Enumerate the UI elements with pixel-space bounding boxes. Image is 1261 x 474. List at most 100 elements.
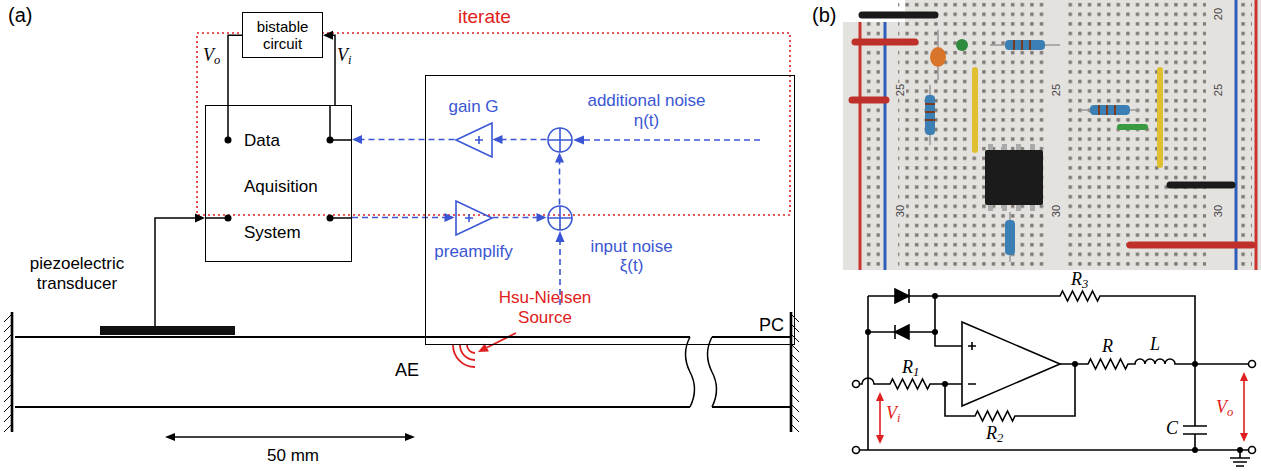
box-label: Data Aquisition System [244, 118, 344, 256]
voltage-label: Vi [337, 46, 352, 64]
terminal-dot [225, 215, 232, 222]
circuit-schematic-part [894, 325, 896, 339]
connector-line [559, 161, 561, 205]
subscript: 1 [913, 365, 919, 379]
voltage-arrow-part [879, 400, 881, 436]
arrowhead [493, 135, 503, 144]
arrowhead [195, 214, 205, 223]
circuit-schematic-part [860, 449, 1249, 451]
breadboard-photo-part [1130, 242, 1252, 249]
connector-line [493, 217, 539, 219]
connector [228, 35, 242, 105]
breadboard-photo-part [988, 204, 993, 211]
voltage-label: Vi [886, 404, 901, 422]
dimension-line [165, 433, 415, 441]
breadboard-photo-part [1002, 144, 1007, 151]
breadboard-photo-part [1235, 0, 1238, 270]
support-left [4, 312, 12, 432]
circuit-schematic-part [853, 381, 860, 388]
breadboard-photo-part [1090, 105, 1130, 115]
subscript: i [897, 411, 901, 425]
breadboard-photo-part [898, 0, 1046, 270]
circuit-schematic-part-part [1072, 361, 1078, 367]
row-number: 25 [894, 83, 906, 97]
circuit-schematic-part [867, 296, 869, 450]
circuit-schematic-part [908, 289, 910, 303]
noise-label: additional noise η(t) [577, 91, 717, 130]
connector [155, 214, 205, 327]
arrowhead [537, 213, 547, 222]
breadboard-photo [843, 0, 1261, 270]
arrowhead [445, 213, 455, 222]
subscript: o [214, 53, 220, 67]
breadboard-photo-part [925, 95, 935, 135]
circuit-schematic-part-part [1192, 447, 1198, 453]
circuit-schematic-part-part [1192, 361, 1198, 367]
panel-label: (a) [8, 4, 32, 27]
connector-line [501, 139, 547, 141]
circuit-schematic-part-part [865, 329, 871, 335]
emission-label: AE [395, 360, 419, 381]
connector-line [360, 139, 455, 141]
resistor-label: R1 [902, 358, 919, 376]
terminal-dot [327, 215, 334, 222]
box-label: bistable circuit [243, 18, 322, 53]
acoustic-wave-part [453, 345, 475, 367]
connector-line [155, 218, 197, 326]
dimension-line-part [175, 436, 405, 437]
breadboard-photo-part [1099, 105, 1115, 115]
shape-outline [547, 205, 573, 231]
connector-line [228, 35, 242, 105]
circuit-schematic-part-part [942, 381, 948, 387]
breadboard-photo-part [972, 70, 978, 150]
piezo-transducer: piezoelectric transducer [100, 326, 235, 335]
breadboard-photo-part [1030, 144, 1035, 151]
summing-circle [548, 206, 572, 230]
loop-label: iterate [458, 6, 511, 28]
source-arrow-part [487, 333, 516, 348]
voltage-arrow [876, 372, 1248, 444]
connector [555, 153, 564, 205]
connector-line [331, 35, 335, 105]
subscript: 3 [1082, 277, 1088, 291]
circuit-schematic-part [968, 342, 976, 384]
dimension-line-part [405, 433, 415, 441]
row-number: 25 [1212, 83, 1224, 97]
arrowhead [555, 153, 564, 163]
subscript: i [348, 53, 352, 67]
circuit-schematic-part [1249, 361, 1256, 368]
acoustic-wave [453, 345, 475, 367]
circuit-schematic [853, 289, 1256, 466]
breadboard-photo-part [1014, 40, 1030, 50]
breadboard-photo-part [843, 0, 905, 22]
source-label: Hsu-Nielsen Source [480, 288, 610, 327]
support-right-part [791, 314, 799, 432]
row-number: 25 [1050, 83, 1062, 97]
beam-break [686, 337, 717, 407]
terminal-stubs [205, 105, 352, 222]
voltage-arrow-part [1240, 433, 1248, 442]
voltage-arrow-part [1243, 380, 1245, 434]
circuit-schematic-part [935, 296, 962, 346]
plus-sign [465, 214, 473, 222]
dimension-line-part [165, 433, 175, 441]
arrowhead [352, 135, 362, 144]
noise-arrow-part [556, 231, 565, 242]
shape-outline [455, 122, 493, 158]
resistor-label: R2 [986, 424, 1003, 442]
voltage-arrow-part [1240, 372, 1248, 381]
circuit-schematic-part [895, 289, 909, 303]
acoustic-wave-part [467, 345, 475, 353]
breadboard-photo-part [1170, 182, 1232, 189]
inductor-label: L [1150, 335, 1160, 353]
resistor-label: R3 [1071, 270, 1088, 288]
breadboard-photo-part [1005, 220, 1015, 255]
plus-sign [475, 136, 483, 144]
subscript: 2 [997, 431, 1003, 445]
circuit-schematic-part [853, 447, 860, 454]
plus-sign [548, 128, 572, 152]
plus-sign [548, 206, 572, 230]
shape-outline [547, 127, 573, 153]
breadboard-photo-part [1240, 0, 1252, 270]
